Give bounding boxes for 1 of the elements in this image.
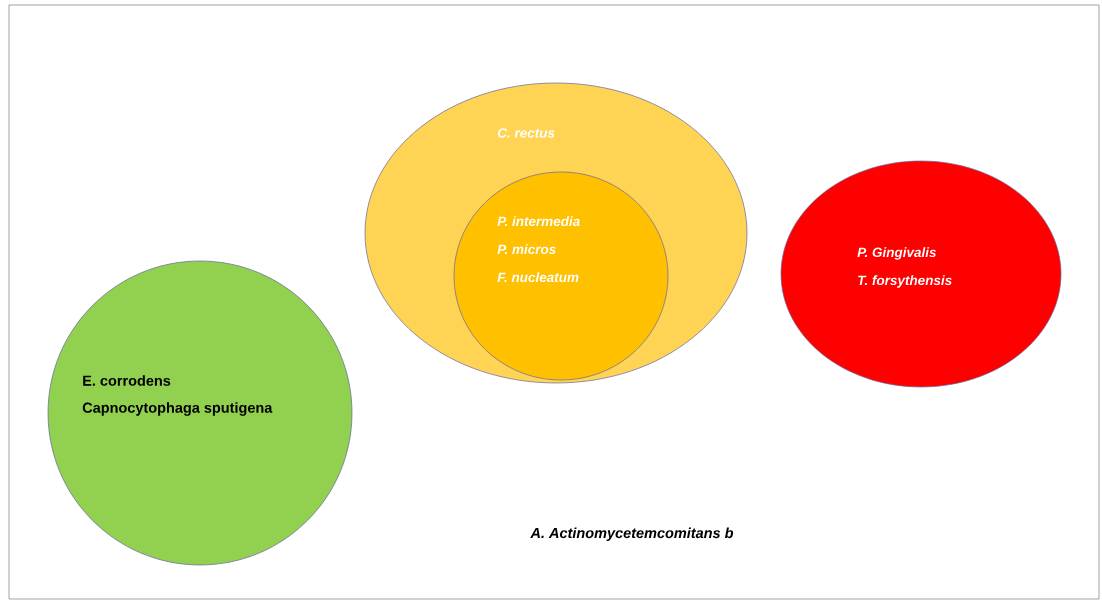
species-label: A. Actinomycetemcomitans b <box>530 527 734 541</box>
